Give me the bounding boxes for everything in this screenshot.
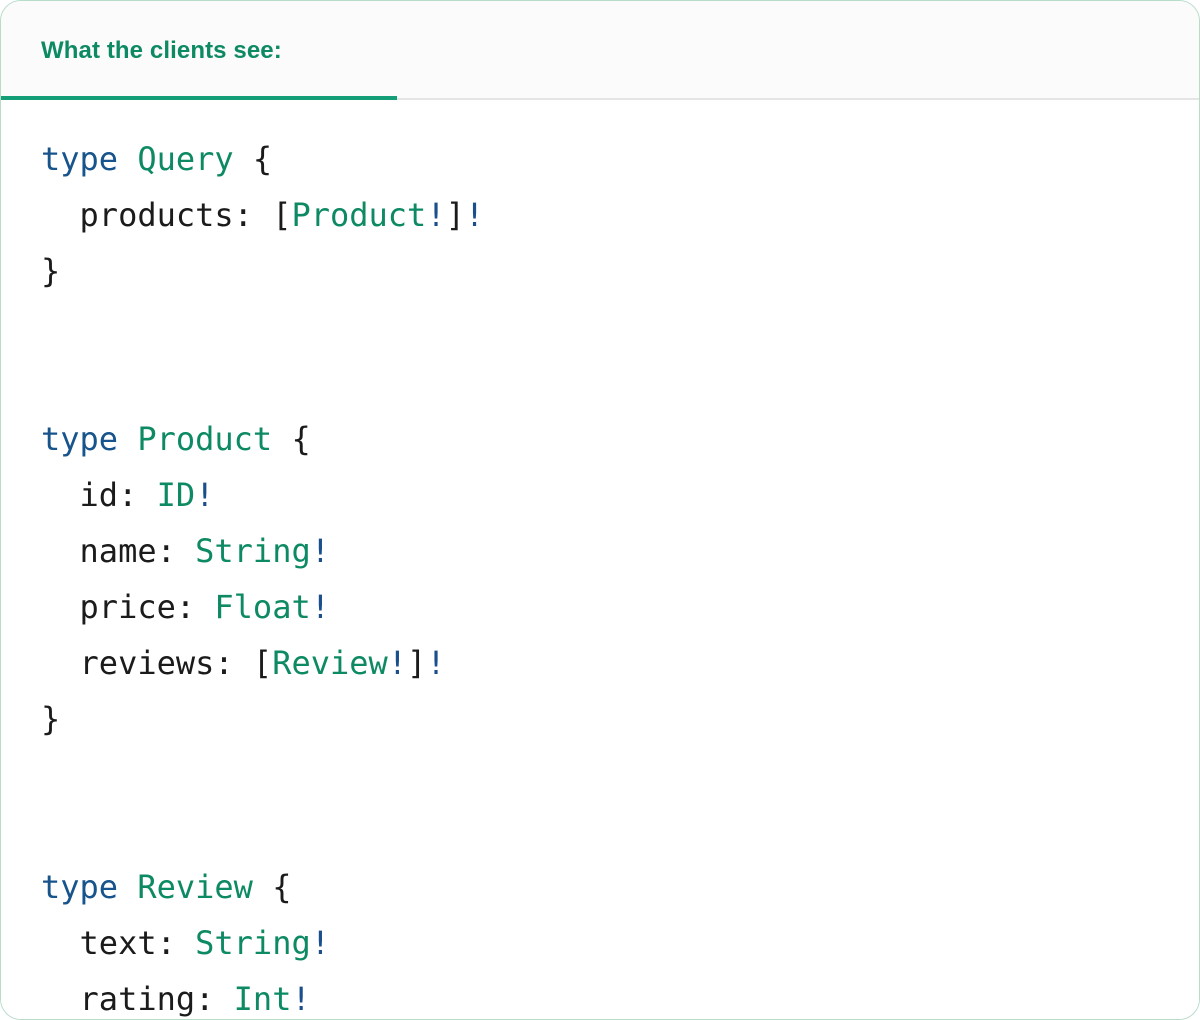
- code-token-bang: !: [195, 476, 215, 514]
- code-line: rating: Int!: [41, 980, 311, 1018]
- tab-strip: What the clients see:: [1, 1, 1199, 100]
- code-line: reviews: [Review!]!: [41, 644, 446, 682]
- code-token-type: Query: [137, 140, 234, 178]
- code-token-type: Product: [291, 196, 427, 234]
- code-token-punct: [: [252, 644, 273, 682]
- code-token-kw: type: [41, 868, 119, 906]
- code-line: }: [41, 252, 60, 290]
- code-line: products: [Product!]!: [41, 196, 485, 234]
- code-panel: type Query { products: [Product!]! } typ…: [1, 100, 1199, 1019]
- code-line: text: String!: [41, 924, 330, 962]
- code-token-bang: !: [426, 196, 446, 234]
- code-token-plain: [41, 644, 80, 682]
- code-token-type: Product: [137, 420, 273, 458]
- code-token-field: rating: [79, 980, 196, 1018]
- code-token-plain: [41, 196, 80, 234]
- code-token-plain: [41, 980, 80, 1018]
- code-token-plain: [253, 868, 272, 906]
- code-token-punct: :: [156, 532, 196, 570]
- code-token-plain: [41, 476, 80, 514]
- code-line: id: ID!: [41, 476, 215, 514]
- code-token-punct: :: [233, 196, 273, 234]
- code-token-type: String: [195, 924, 311, 962]
- code-token-field: name: [79, 532, 157, 570]
- code-token-punct: {: [291, 420, 311, 458]
- code-token-punct: :: [156, 924, 196, 962]
- code-token-type: Review: [137, 868, 253, 906]
- code-token-type: Float: [214, 588, 311, 626]
- tab-what-the-clients-see[interactable]: What the clients see:: [1, 1, 397, 100]
- code-token-punct: ]: [407, 644, 427, 682]
- code-token-plain: [41, 588, 80, 626]
- code-line: type Product {: [41, 420, 311, 458]
- code-token-plain: [272, 420, 291, 458]
- code-token-type: Review: [272, 644, 388, 682]
- tab-label: What the clients see:: [41, 36, 282, 64]
- code-token-field: reviews: [79, 644, 215, 682]
- code-token-type: ID: [156, 476, 196, 514]
- code-token-field: id: [79, 476, 119, 514]
- code-token-bang: !: [310, 532, 330, 570]
- code-token-punct: [: [272, 196, 292, 234]
- code-line: price: Float!: [41, 588, 330, 626]
- code-token-type: String: [195, 532, 311, 570]
- code-line: [41, 299, 1199, 355]
- code-token-plain: [234, 140, 253, 178]
- code-token-kw: type: [41, 140, 119, 178]
- code-line: name: String!: [41, 532, 330, 570]
- code-token-punct: }: [41, 700, 61, 738]
- code-token-plain: [41, 532, 80, 570]
- code-token-bang: !: [310, 588, 330, 626]
- code-token-field: products: [79, 196, 234, 234]
- code-token-punct: :: [195, 980, 234, 1018]
- code-token-bang: !: [387, 644, 408, 682]
- code-token-punct: }: [41, 252, 61, 290]
- code-token-plain: [118, 868, 137, 906]
- code-token-field: price: [79, 588, 176, 626]
- code-token-kw: type: [41, 420, 119, 458]
- code-line: [41, 747, 1199, 803]
- code-token-punct: :: [214, 644, 253, 682]
- code-token-bang: !: [291, 980, 311, 1018]
- code-token-punct: {: [252, 140, 273, 178]
- code-token-punct: :: [118, 476, 157, 514]
- code-token-bang: !: [310, 924, 330, 962]
- code-token-bang: !: [426, 644, 446, 682]
- code-line: }: [41, 700, 60, 738]
- code-token-punct: :: [175, 588, 215, 626]
- code-token-plain: [41, 924, 80, 962]
- code-token-field: text: [79, 924, 157, 962]
- code-token-type: Int: [233, 980, 292, 1018]
- code-token-punct: {: [272, 868, 292, 906]
- code-token-plain: [118, 140, 137, 178]
- code-token-bang: !: [464, 196, 485, 234]
- graphql-schema-code: type Query { products: [Product!]! } typ…: [41, 131, 1199, 1019]
- code-token-plain: [118, 420, 137, 458]
- code-token-punct: ]: [445, 196, 465, 234]
- code-line: type Review {: [41, 868, 291, 906]
- code-line: type Query {: [41, 140, 272, 178]
